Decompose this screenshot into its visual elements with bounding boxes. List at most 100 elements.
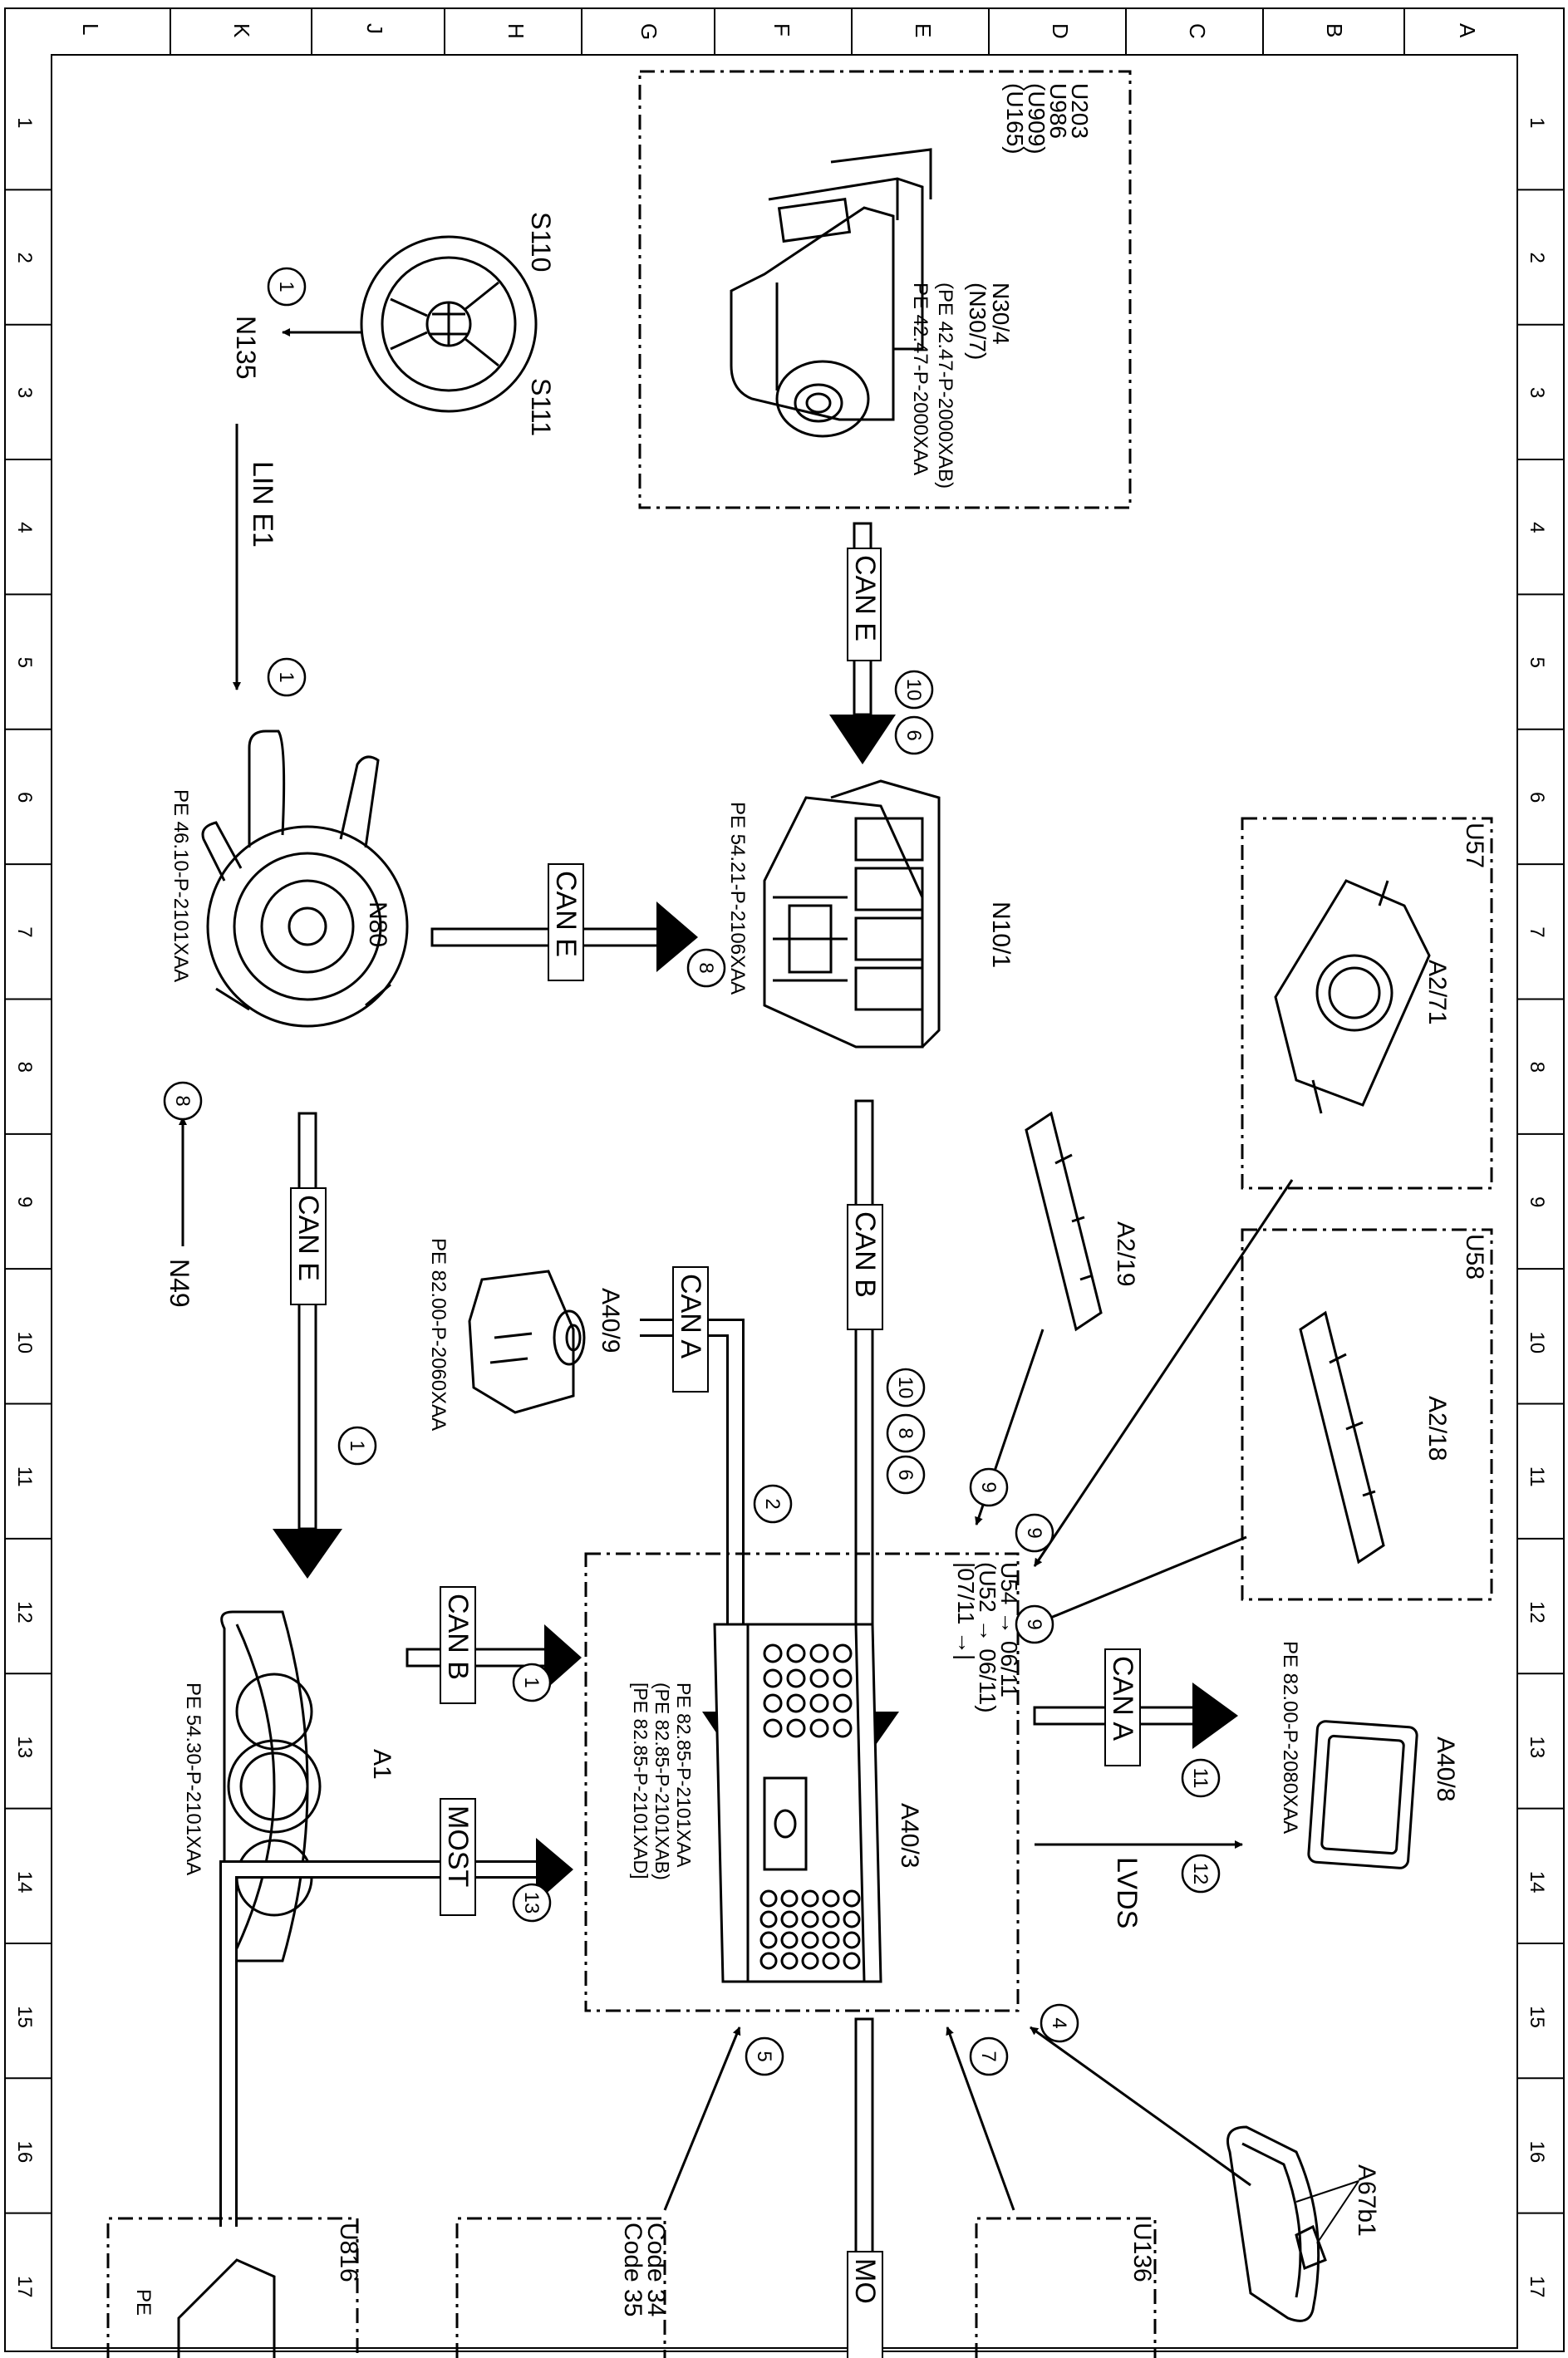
a1-label: A1 — [368, 1749, 396, 1780]
bus-can-e-top: CAN E — [829, 522, 896, 764]
svg-text:12: 12 — [1189, 1863, 1212, 1885]
svg-text:7: 7 — [977, 2051, 1000, 2061]
svg-text:9: 9 — [977, 1481, 1000, 1492]
a2-18-label: A2/18 — [1423, 1396, 1451, 1461]
step-marker: 4 — [1040, 2003, 1079, 2043]
column-label: G — [637, 23, 661, 40]
u58-label: U58 — [1461, 1234, 1488, 1280]
u136-label: U136 — [1128, 2223, 1156, 2282]
u816-pe: PE — [132, 2289, 155, 2316]
step-marker: 9 — [1015, 1604, 1054, 1644]
n10-1-pe: PE 54.21-P-2106XAA — [726, 802, 749, 995]
row-label: 12 — [13, 1601, 36, 1624]
step-marker: 1 — [512, 1663, 552, 1702]
can-a-low-label: CAN A — [1107, 1656, 1138, 1741]
can-b-low-label: CAN B — [442, 1594, 474, 1680]
most-low-label: MOST — [442, 1805, 474, 1887]
bus-can-a-low: CAN A — [1033, 1648, 1238, 1766]
row-label: 7 — [1526, 926, 1548, 937]
column-label: B — [1322, 23, 1347, 37]
row-label: 10 — [13, 1331, 36, 1353]
row-label: 4 — [1526, 522, 1548, 533]
step-marker: 10 — [886, 1368, 926, 1407]
svg-text:5: 5 — [753, 2051, 775, 2061]
svg-text:8: 8 — [894, 1427, 917, 1438]
row-label: 14 — [1526, 1871, 1548, 1894]
row-label: 8 — [13, 1062, 36, 1073]
a40-9-pe: PE 82.00-P-2060XAA — [427, 1238, 450, 1431]
u203-label-1: U203 — [1067, 83, 1093, 139]
column-label: C — [1185, 23, 1210, 39]
row-label: 11 — [1526, 1466, 1548, 1487]
step-marker: 2 — [753, 1484, 793, 1524]
u203-label-2: U986 — [1045, 83, 1071, 139]
row-label: 2 — [13, 253, 36, 263]
svg-text:6: 6 — [894, 1469, 917, 1480]
bus-can-a-mid: CAN A — [640, 1266, 769, 1761]
svg-text:1: 1 — [275, 671, 297, 682]
n10-1-label: N10/1 — [987, 901, 1015, 968]
a40-3-line-3: |07/11 →| — [953, 1562, 979, 1660]
bus-most-low: MOST — [219, 1798, 573, 2227]
step-marker: 9 — [969, 1467, 1009, 1507]
a2-71-label: A2/71 — [1423, 960, 1451, 1024]
row-label: 14 — [13, 1871, 36, 1894]
svg-text:9: 9 — [1023, 1619, 1045, 1629]
can-e-left-label: CAN E — [292, 1195, 324, 1281]
column-label: K — [229, 23, 254, 38]
a40-3-label: A40/3 — [896, 1803, 923, 1868]
u203-label-4: (U165) — [1002, 83, 1028, 155]
component-u203: U203 U986 (U909) (U165) N30/4 (N30/7) PE… — [638, 70, 1132, 509]
column-label: L — [78, 23, 103, 35]
a40-3-pe-2: (PE 82.85-P-2101XAB) — [651, 1683, 673, 1880]
a40-3-pe-1: PE 82.85-P-2101XAA — [673, 1683, 695, 1868]
code-34-label: Code 34 — [642, 2223, 670, 2316]
n80-label: N80 — [364, 901, 391, 947]
a40-3-pe-3: [PE 82.85-P-2101XAD] — [630, 1683, 651, 1879]
bus-most-bottom: MO — [847, 2017, 883, 2358]
n135-label: N135 — [231, 316, 261, 380]
most-bottom-label: MO — [849, 2258, 881, 2304]
row-label: 1 — [13, 117, 36, 128]
bus-can-e-left: CAN E — [273, 1112, 342, 1579]
row-label: 13 — [13, 1736, 36, 1758]
row-label: 9 — [13, 1196, 36, 1207]
bus-can-e-mid: CAN E — [430, 863, 698, 981]
row-label: 17 — [1526, 2276, 1548, 2298]
component-u58: U58 A2/18 — [1241, 1228, 1493, 1601]
code-box: Code 34 Code 35 — [455, 2217, 670, 2358]
lin-e1-label: LIN E1 — [247, 461, 278, 548]
can-e-top-label: CAN E — [849, 555, 881, 641]
component-a40-3: U54 → 06/11 (U52 → 06/11) |07/11 →| A40/… — [584, 1552, 1022, 2012]
row-label: 5 — [13, 657, 36, 668]
n30-4-label: N30/4 — [988, 282, 1014, 345]
row-label: 10 — [1526, 1331, 1548, 1353]
step-marker: 8 — [886, 1413, 926, 1453]
can-a-mid-label: CAN A — [675, 1274, 706, 1358]
column-label: H — [504, 23, 528, 39]
column-label: F — [769, 23, 794, 37]
row-label: 3 — [13, 387, 36, 398]
svg-text:1: 1 — [346, 1440, 368, 1451]
row-label: 4 — [13, 522, 36, 533]
step-marker: 1 — [337, 1426, 377, 1466]
step-marker: 11 — [1181, 1758, 1221, 1798]
row-label: 2 — [1526, 253, 1548, 263]
s110-label: S110 — [526, 212, 556, 272]
n80-drawing — [201, 730, 409, 1028]
row-label: 15 — [1526, 2006, 1548, 2028]
svg-text:4: 4 — [1048, 2017, 1070, 2028]
u816-label: U816 — [335, 2223, 362, 2282]
row-label: 13 — [1526, 1736, 1548, 1758]
bus-can-b-low: CAN B — [406, 1586, 582, 1704]
drawing-frame — [4, 7, 1565, 2352]
svg-text:8: 8 — [695, 962, 717, 973]
row-label: 17 — [13, 2276, 36, 2298]
row-label: 6 — [1526, 792, 1548, 803]
n30-7-label: (N30/7) — [965, 282, 990, 360]
svg-text:10: 10 — [902, 679, 925, 701]
a2-19-label: A2/19 — [1112, 1221, 1139, 1286]
